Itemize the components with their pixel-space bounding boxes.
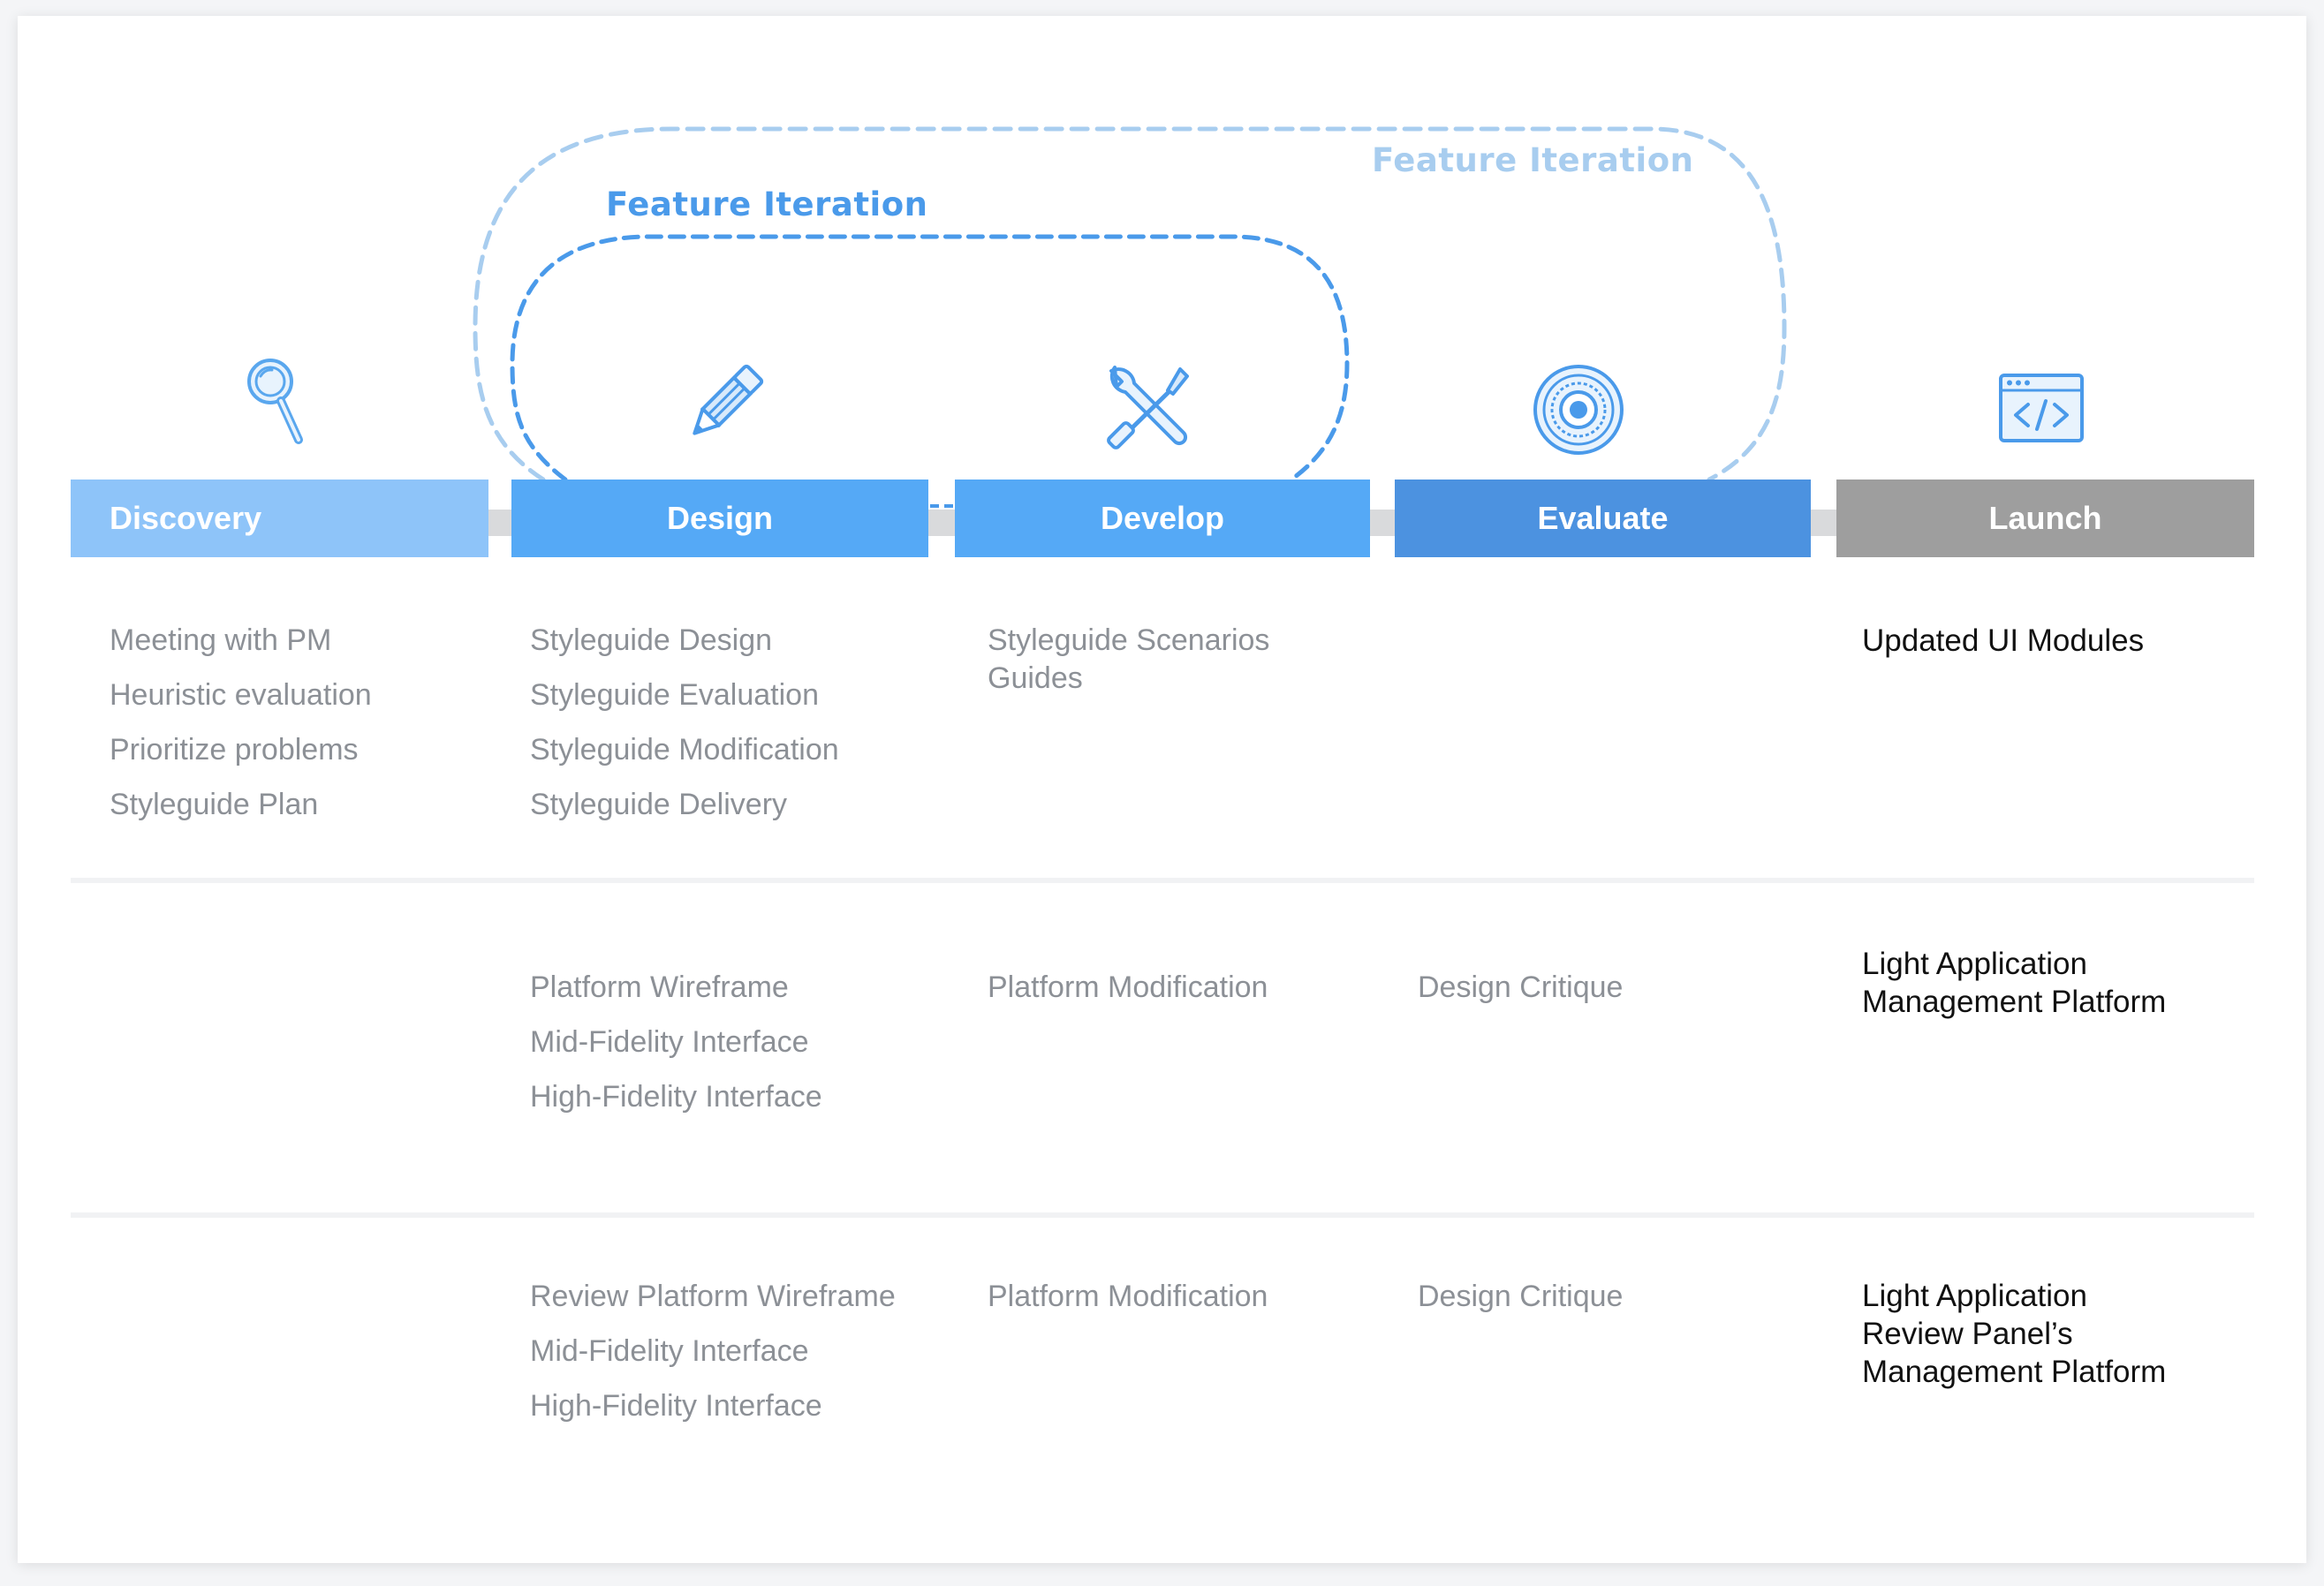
list-item: Styleguide Plan [110, 788, 319, 821]
deliverable-line: Light Application [1862, 1279, 2087, 1313]
list-item: Styleguide Modification [530, 733, 839, 767]
list-item: Design Critique [1418, 1280, 1624, 1313]
phase-develop: Develop [955, 480, 1370, 557]
magnifier-icon [231, 355, 311, 458]
deliverable: Updated UI Modules [1862, 622, 2144, 660]
row1-design-list: Styleguide Design Styleguide Evaluation … [530, 613, 839, 832]
list-item: Mid-Fidelity Interface [530, 1334, 809, 1368]
deliverable: Light Application Review Panel’s Managem… [1862, 1277, 2166, 1391]
row-divider [71, 878, 2254, 883]
phase-label: Evaluate [1537, 500, 1669, 536]
phase-label: Discovery [110, 500, 262, 536]
phase-label: Launch [1988, 500, 2102, 536]
list-item: High-Fidelity Interface [530, 1389, 822, 1423]
deliverable: Light Application Management Platform [1862, 945, 2166, 1021]
row3-design-list: Review Platform Wireframe Mid-Fidelity I… [530, 1269, 896, 1433]
deliverable-line: Updated UI Modules [1862, 623, 2145, 658]
deliverable-line: Management Platform [1862, 1355, 2167, 1389]
phase-connector [928, 510, 955, 536]
list-item: Platform Wireframe [530, 970, 789, 1004]
list-item: Platform Modification [988, 1280, 1268, 1313]
pencil-icon [680, 358, 770, 452]
list-item: Styleguide Evaluation [530, 678, 820, 712]
row2-design-list: Platform Wireframe Mid-Fidelity Interfac… [530, 960, 822, 1124]
phase-design: Design [511, 480, 928, 557]
wrench-screwdriver-icon [1099, 359, 1196, 460]
list-item: High-Fidelity Interface [530, 1080, 822, 1114]
phase-connector [1811, 510, 1836, 536]
deliverable-line: Light Application [1862, 947, 2087, 981]
row1-develop-list: Styleguide Scenarios Guides [988, 622, 1323, 698]
phase-label: Develop [1100, 500, 1225, 536]
phase-connector [1370, 510, 1395, 536]
list-item: Styleguide Design [530, 623, 773, 657]
list-item: Heuristic evaluation [110, 678, 372, 712]
row1-discovery-list: Meeting with PM Heuristic evaluation Pri… [110, 613, 372, 832]
outer-loop-label: Feature Iteration [1372, 141, 1694, 179]
list-item: Platform Modification [988, 970, 1268, 1004]
row2-launch-deliverable: Light Application Management Platform [1862, 945, 2166, 1021]
code-window-icon [1998, 373, 2085, 448]
phase-connector [488, 510, 511, 536]
row3-develop-list: Platform Modification [988, 1269, 1268, 1324]
row2-evaluate-list: Design Critique [1418, 960, 1623, 1015]
phase-launch: Launch [1836, 480, 2254, 557]
row-divider [71, 1212, 2254, 1218]
list-item: Mid-Fidelity Interface [530, 1025, 809, 1059]
target-icon [1531, 362, 1626, 462]
list-item: Prioritize problems [110, 733, 359, 767]
list-item: Styleguide Scenarios Guides [988, 623, 1270, 695]
list-item: Styleguide Delivery [530, 788, 788, 821]
phase-label: Design [666, 500, 774, 536]
row3-launch-deliverable: Light Application Review Panel’s Managem… [1862, 1277, 2166, 1391]
list-item: Design Critique [1418, 970, 1624, 1004]
row2-develop-list: Platform Modification [988, 960, 1268, 1015]
phase-evaluate: Evaluate [1395, 480, 1811, 557]
row3-evaluate-list: Design Critique [1418, 1269, 1623, 1324]
inner-loop-label: Feature Iteration [606, 185, 928, 223]
phase-discovery: Discovery [71, 480, 488, 557]
list-item: Review Platform Wireframe [530, 1280, 896, 1313]
row1-launch-deliverable: Updated UI Modules [1862, 622, 2144, 660]
deliverable-line: Management Platform [1862, 985, 2167, 1019]
deliverable-line: Review Panel’s [1862, 1317, 2073, 1351]
list-item: Meeting with PM [110, 623, 332, 657]
